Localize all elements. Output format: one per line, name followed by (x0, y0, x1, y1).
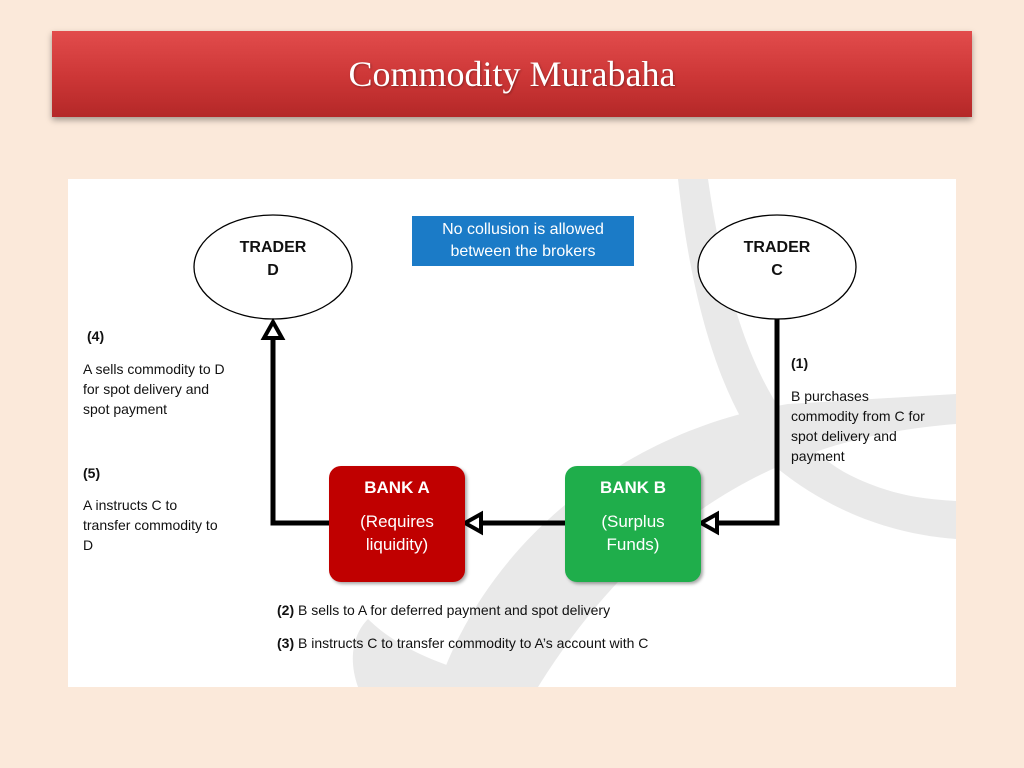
arrowhead-into-bank-a (460, 510, 483, 536)
step-2-line: (2) B sells to A for deferred payment an… (277, 602, 610, 618)
bank-b-box: BANK B (Surplus Funds) (565, 466, 701, 582)
step-5-text: A instructs C to transfer commodity to D (83, 495, 263, 555)
step-2-text: B sells to A for deferred payment and sp… (298, 602, 611, 618)
trader-d-line2: D (267, 262, 279, 279)
bank-b-sub1: (Surplus (601, 512, 665, 531)
bank-a-box: BANK A (Requires liquidity) (329, 466, 465, 582)
trader-c-line2: C (771, 262, 783, 279)
arrow-bank-a-to-trader-d (270, 340, 329, 526)
bank-b-sub2: Funds) (606, 535, 660, 554)
bank-b-name: BANK B (599, 478, 667, 497)
step-2-number: (2) (277, 602, 295, 618)
arrowhead-into-trader-d (260, 317, 286, 340)
watermark-shape (352, 179, 956, 687)
step-3-number: (3) (277, 635, 295, 651)
step-1-line: commodity from C for (791, 408, 925, 424)
trader-c-line1: TRADER (743, 239, 811, 256)
arrow-trader-c-to-bank-b (716, 319, 780, 526)
diagram-panel: TRADER D TRADER C No collusion is allowe… (68, 179, 956, 687)
bank-b-description: (Surplus Funds) (565, 510, 701, 556)
trader-d-line1: TRADER (239, 239, 307, 256)
notice-line1: No collusion is allowed (442, 221, 604, 238)
bank-a-name: BANK A (364, 478, 430, 497)
step-1-line: B purchases (791, 388, 869, 404)
notice-line2: between the brokers (450, 243, 596, 260)
step-1-line: spot delivery and (791, 428, 897, 444)
step-4-number: (4) (87, 328, 105, 344)
trader-d-label: TRADER D (213, 236, 333, 282)
title-bar: Commodity Murabaha (52, 31, 972, 117)
trader-c-label: TRADER C (717, 236, 837, 282)
step-4-line: for spot delivery and (83, 381, 210, 397)
step-4-line: spot payment (83, 401, 168, 417)
bank-a-description: (Requires liquidity) (329, 510, 465, 556)
bank-a-sub1: (Requires (360, 512, 434, 531)
step-5-number: (5) (83, 465, 101, 481)
step-4-line: A sells commodity to D (83, 361, 225, 377)
step-5-line: transfer commodity to (83, 517, 218, 533)
step-3-text: B instructs C to transfer commodity to A… (298, 635, 649, 651)
step-4-text: A sells commodity to D for spot delivery… (83, 359, 263, 419)
step-5-line: D (83, 537, 94, 553)
arrowhead-into-bank-b (696, 510, 719, 536)
step-1-line: payment (791, 448, 845, 464)
slide-title: Commodity Murabaha (348, 54, 676, 94)
flow-arrows (270, 319, 780, 526)
step-5-line: A instructs C to (83, 497, 178, 513)
step-1-text: B purchases commodity from C for spot de… (791, 386, 956, 466)
diagram-canvas (193, 179, 956, 687)
no-collusion-notice: No collusion is allowed between the brok… (412, 216, 634, 266)
step-1-number: (1) (791, 355, 809, 371)
step-3-line: (3) B instructs C to transfer commodity … (277, 635, 648, 651)
bank-a-sub2: liquidity) (365, 535, 429, 554)
